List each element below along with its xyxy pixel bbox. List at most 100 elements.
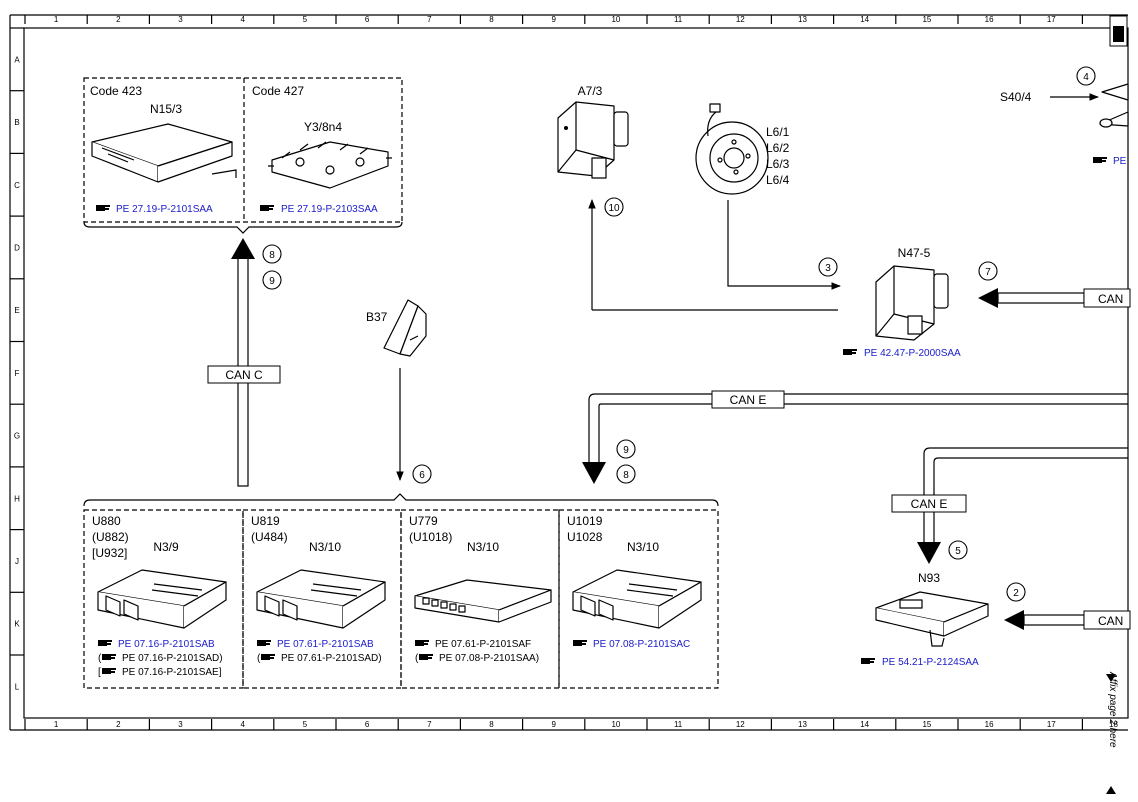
svg-text:2: 2 — [1013, 588, 1019, 599]
bottom-group-brace — [83, 493, 719, 507]
n47-5-ref-link[interactable]: PE 42.47-P-2000SAA — [864, 348, 961, 359]
ruler-row-label: H — [14, 494, 20, 503]
ruler-row-label: F — [15, 369, 20, 378]
option-code-label: U880 — [92, 514, 121, 528]
pointing-hand-icon — [415, 640, 429, 646]
pointing-hand-icon — [98, 640, 112, 646]
svg-text:7: 7 — [985, 267, 991, 278]
s40-4-label: S40/4 — [1000, 90, 1032, 104]
ruler-row-label: A — [14, 55, 20, 64]
service-ref-link: PE 07.61-P-2101SAD) — [281, 653, 382, 664]
can-c-bus: CAN C — [207, 238, 281, 487]
ruler-column-label: 9 — [551, 15, 556, 24]
ruler-column-label: 4 — [240, 720, 245, 729]
ruler-row-label: E — [14, 306, 19, 315]
svg-text:4: 4 — [1083, 72, 1089, 83]
pointing-hand-icon — [419, 654, 433, 660]
can-c-label: CAN C — [225, 368, 263, 382]
pointing-hand-icon — [573, 640, 587, 646]
l6-2-label: L6/2 — [766, 141, 790, 155]
ruler-column-label: 13 — [798, 720, 807, 729]
ruler-column-label: 3 — [178, 15, 183, 24]
ecm-module-icon — [97, 569, 227, 629]
signal-3: 3 — [818, 257, 838, 277]
ruler-column-label: 1 — [54, 720, 59, 729]
ruler-column-label: 2 — [116, 720, 121, 729]
control-unit-label: N3/10 — [627, 540, 659, 554]
s40-4-lever-icon — [1099, 83, 1129, 128]
signal-6: 6 — [412, 464, 432, 484]
service-ref-link[interactable]: PE 07.08-P-2101SAC — [593, 639, 690, 650]
ruler-column-label: 16 — [985, 720, 994, 729]
n15-3-ref-link[interactable]: PE 27.19-P-2101SAA — [116, 204, 213, 215]
a7-3-block-icon — [557, 101, 629, 179]
pointing-hand-icon — [96, 205, 110, 211]
a7-3-unit: A7/3 — [557, 84, 838, 311]
pointing-hand-icon — [861, 658, 875, 664]
can-right-top-label: CAN — [1098, 292, 1123, 306]
option-code-label: [U932] — [92, 546, 127, 560]
can-bus-right-bottom: CAN — [1004, 610, 1131, 630]
option-code-label: (U882) — [92, 530, 129, 544]
svg-text:3: 3 — [825, 263, 831, 274]
option-code-label: U1028 — [567, 530, 603, 544]
bracket-open: ( — [415, 653, 419, 664]
ruler-row-label: C — [14, 181, 20, 190]
svg-text:8: 8 — [269, 250, 275, 261]
service-ref-link: PE 07.16-P-2101SAD) — [122, 653, 223, 664]
n15-3-label: N15/3 — [150, 102, 182, 116]
ruler-column-label: 6 — [365, 720, 370, 729]
n93-module-icon — [875, 591, 989, 647]
signal-5: 5 — [948, 540, 968, 560]
pointing-hand-icon — [102, 668, 116, 674]
s40-4-ref-link[interactable]: PE — [1113, 156, 1127, 167]
b37-label: B37 — [366, 310, 388, 324]
ruler-row-label: G — [14, 432, 20, 441]
top-module-group: Code 423 N15/3 PE 27.19-P-2101SAA Code 4… — [83, 77, 403, 234]
ruler-column-label: 11 — [674, 15, 683, 24]
y3-8n4-ref-link[interactable]: PE 27.19-P-2103SAA — [281, 204, 378, 215]
service-ref-link[interactable]: PE 07.61-P-2101SAB — [277, 639, 374, 650]
affix-page-text: Affix page 2 here — [1107, 671, 1118, 748]
ruler-column-label: 5 — [303, 720, 308, 729]
ruler-column-label: 12 — [736, 720, 745, 729]
control-unit-label: N3/10 — [309, 540, 341, 554]
option-code-label: U819 — [251, 514, 280, 528]
option-code-label: (U1018) — [409, 530, 452, 544]
s40-4-switch: S40/4 PE — [1000, 83, 1129, 167]
ruler-column-label: 14 — [860, 720, 869, 729]
svg-text:5: 5 — [955, 546, 961, 557]
n93-unit: N93 PE 54.21-P-2124SAA — [861, 571, 989, 668]
ruler-column-label: 10 — [611, 720, 620, 729]
service-ref-link: PE 07.08-P-2101SAA) — [439, 653, 539, 664]
page-corner-icon — [1109, 15, 1128, 47]
ruler-row-label: J — [15, 557, 19, 566]
pointing-hand-icon — [1093, 157, 1107, 163]
ruler-column-label: 6 — [365, 15, 370, 24]
svg-text:9: 9 — [269, 276, 275, 287]
ruler-column-label: 1 — [54, 15, 59, 24]
option-code-label: U779 — [409, 514, 438, 528]
service-ref-link[interactable]: PE 07.16-P-2101SAB — [118, 639, 215, 650]
engine-control-unit-group: U880(U882)[U932]N3/9PE 07.16-P-2101SAB(P… — [83, 509, 719, 689]
n93-ref-link[interactable]: PE 54.21-P-2124SAA — [882, 657, 979, 668]
ecm-module-icon — [256, 569, 386, 629]
ruler-column-label: 13 — [798, 15, 807, 24]
n47-5-block-icon — [875, 265, 949, 341]
ruler-column-label: 11 — [674, 720, 683, 729]
ruler-column-label: 10 — [611, 15, 620, 24]
frame — [9, 14, 1129, 731]
pointing-hand-icon — [260, 205, 274, 211]
can-e-bus-lower: CAN E — [891, 447, 1128, 564]
ecm-box-1: U880(U882)[U932]N3/9PE 07.16-P-2101SAB(P… — [83, 509, 244, 689]
ecm-module-icon — [572, 569, 702, 629]
can-e-bus-top: CAN E — [582, 390, 1128, 484]
svg-text:8: 8 — [623, 470, 629, 481]
svg-text:9: 9 — [623, 445, 629, 456]
ruler-column-label: 4 — [240, 15, 245, 24]
